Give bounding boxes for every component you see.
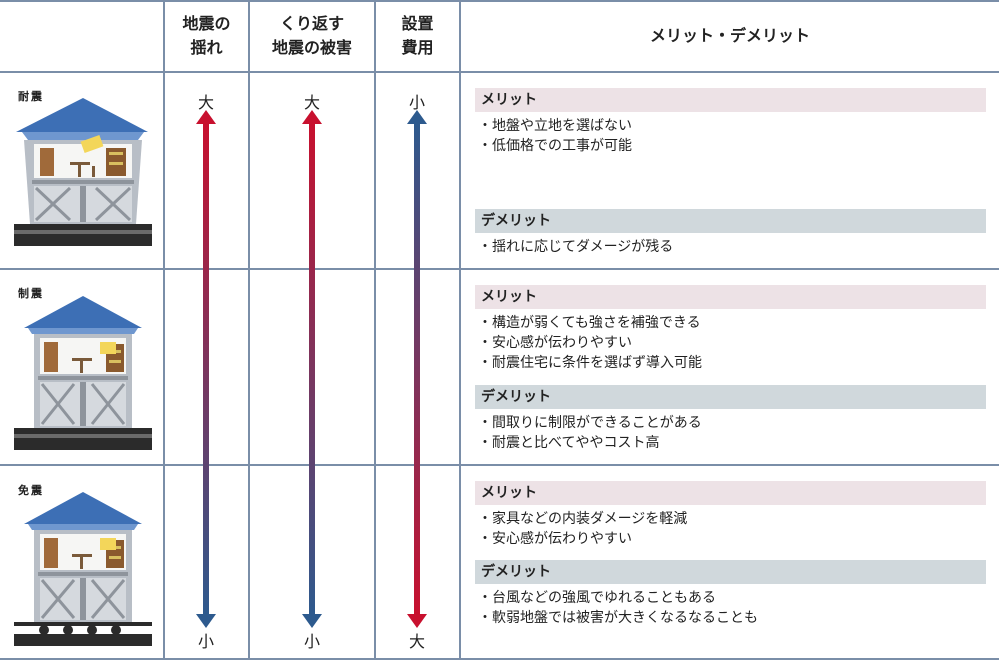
damage-top-label: 大 [303, 93, 320, 112]
row-label-seismic: 耐震 [18, 90, 44, 103]
house-isolation-icon [14, 492, 152, 646]
header-repeat-damage: くり返す 地震の被害 [271, 14, 352, 57]
row1-demerit-1: ・揺れに応じてダメージが残る [478, 239, 674, 255]
grid-line-row1 [0, 268, 999, 270]
damage-arrow [302, 110, 322, 628]
row3-merit-2: ・安心感が伝わりやすい [478, 531, 632, 547]
row3-demerit-1: ・台風などの強風でゆれることもある [478, 590, 716, 606]
row2-demerit-2: ・耐震と比べてややコスト高 [478, 435, 660, 451]
row2-demerit-title: デメリット [475, 385, 986, 409]
row2-merit-title: メリット [475, 285, 986, 309]
house-seismic-icon [14, 98, 152, 246]
house-damping-icon [14, 296, 152, 450]
row2-merit-1: ・構造が弱くても強さを補強できる [478, 315, 701, 331]
shaking-top-label: 大 [197, 93, 214, 112]
row3-demerit-title: デメリット [475, 560, 986, 584]
row2-demerit-1: ・間取りに制限ができることがある [478, 415, 702, 431]
row1-merit-1: ・地盤や立地を選ばない [478, 118, 632, 134]
row-label-isolation: 免震 [18, 484, 44, 497]
damage-bottom-label: 小 [303, 632, 320, 651]
row2-merit-2: ・安心感が伝わりやすい [478, 335, 632, 351]
row1-merit-2: ・低価格での工事が可能 [478, 138, 632, 154]
header-shaking: 地震の 揺れ [182, 14, 231, 57]
grid-col-divider-1 [163, 0, 165, 660]
row3-merit-title: メリット [475, 481, 986, 505]
row3-demerit-2: ・軟弱地盤では被害が大きくなるなることも [478, 610, 758, 626]
row2-merit-3: ・耐震住宅に条件を選ばず導入可能 [478, 355, 702, 371]
header-merit-demerit: メリット・デメリット [649, 26, 810, 45]
grid-line-row2 [0, 464, 999, 466]
grid-line-header [0, 71, 999, 73]
grid-col-divider-2 [248, 0, 250, 660]
shaking-arrow [196, 110, 216, 628]
cost-top-label: 小 [408, 93, 425, 112]
grid-line-bottom [0, 658, 999, 660]
cost-bottom-label: 大 [408, 632, 425, 651]
grid-col-divider-4 [459, 0, 461, 660]
shaking-bottom-label: 小 [197, 632, 214, 651]
cost-arrow [407, 110, 427, 628]
row1-demerit-title: デメリット [475, 209, 986, 233]
grid-line-top [0, 0, 999, 2]
row-label-damping: 制震 [18, 287, 44, 300]
grid-col-divider-3 [374, 0, 376, 660]
row3-merit-1: ・家具などの内装ダメージを軽減 [478, 511, 688, 527]
row1-merit-title: メリット [475, 88, 986, 112]
header-cost: 設置 費用 [401, 14, 434, 57]
